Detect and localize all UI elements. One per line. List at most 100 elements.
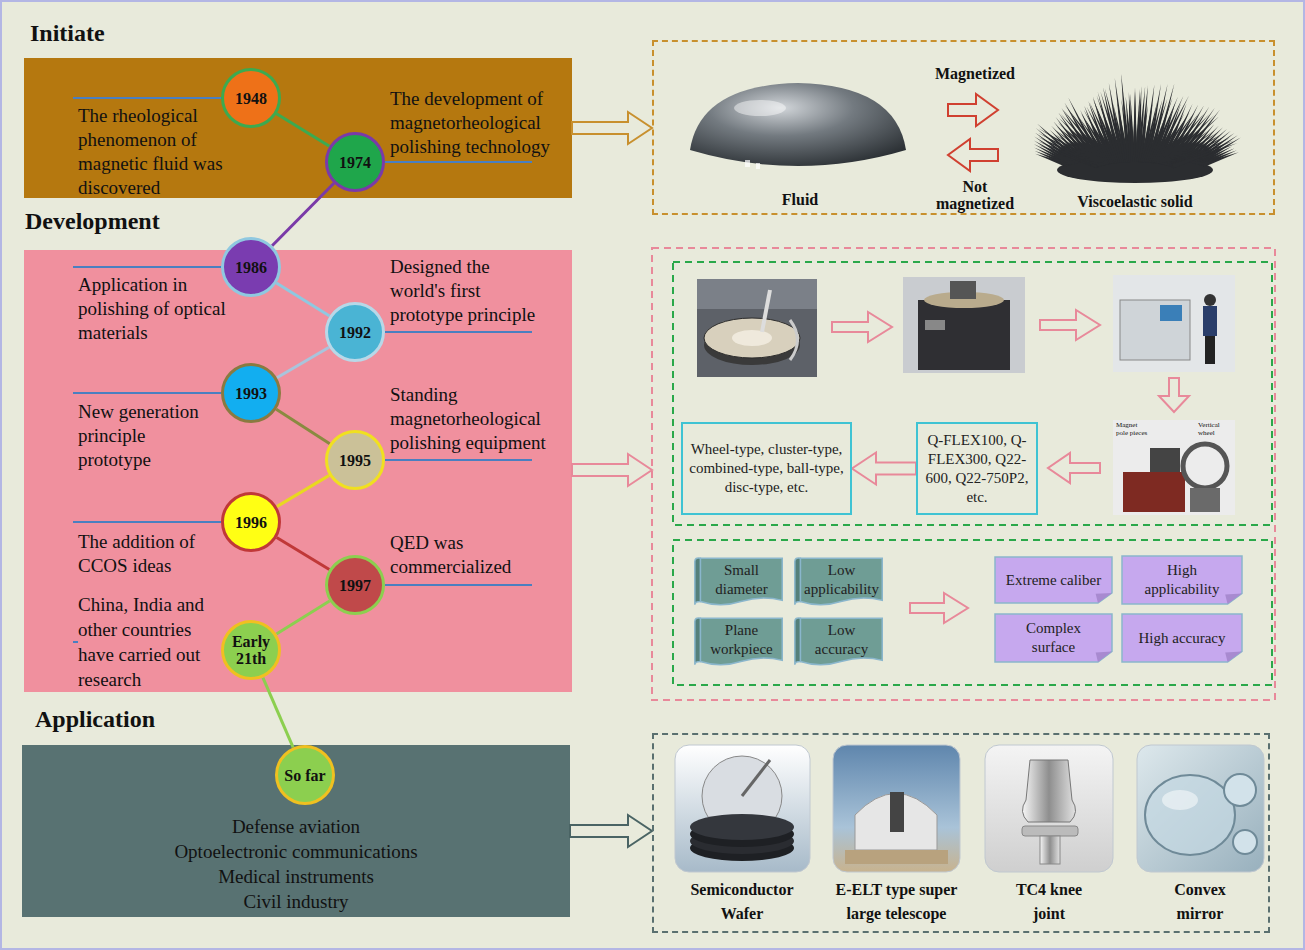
year-circle: 1993: [221, 363, 281, 423]
year-circle: 1974: [325, 132, 385, 192]
picture-caption: Convex mirror: [1164, 878, 1236, 926]
milestone-text: Standing magnetorheological polishing eq…: [390, 383, 568, 455]
timeline-link: [277, 347, 329, 378]
text-slot: China, India and other countries have ca…: [78, 592, 223, 692]
model-box: Q-FLEX100, Q-FLEX300, Q22-600, Q22-750P2…: [916, 422, 1038, 515]
text-slot: E-ELT type super large telescope: [829, 878, 964, 926]
box-text: Wheel-type, cluster-type, combined-type,…: [689, 440, 844, 497]
timeline-link: [276, 409, 330, 444]
section-heading: Application: [35, 706, 255, 733]
year-label: 1948: [235, 90, 267, 107]
text-slot: Application: [35, 706, 255, 733]
timeline-link: [263, 678, 293, 748]
picture-caption: Fluid: [750, 190, 850, 210]
milestone-text: Application in polishing of optical mate…: [78, 273, 238, 345]
year-circle: 1997: [325, 555, 385, 615]
text-slot: Development: [25, 208, 245, 235]
hollow-arrow: [852, 453, 916, 485]
box-text: Low applicability: [803, 561, 880, 599]
banner-tag: Plane workpiece: [693, 615, 785, 669]
milestone-text: The development of magnetorheological po…: [390, 87, 568, 159]
year-circle: Early 21th: [221, 620, 281, 680]
banner-tag: Low applicability: [793, 555, 885, 609]
text-slot: Convex mirror: [1164, 878, 1236, 926]
year-label: 1995: [339, 452, 371, 469]
timeline-link: [276, 283, 329, 316]
text-slot: Semiconductor Wafer: [682, 878, 802, 926]
text-slot: TC4 knee joint: [1014, 878, 1084, 926]
banner-tag: Low accuracy: [793, 615, 885, 669]
type-box: Wheel-type, cluster-type, combined-type,…: [681, 422, 852, 515]
banner-tag: Small diameter: [693, 555, 785, 609]
dashed-panel: Semiconductor Wafer E-ELT type super larg…: [652, 733, 1270, 933]
timeline-link: [277, 475, 329, 506]
text-slot: The rheological phenomenon of magnetic f…: [78, 104, 233, 200]
note-tag: Complex surface: [995, 614, 1112, 662]
state-label: Magnetized: [920, 64, 1030, 84]
timeline-band: InitiateThe rheological phenomenon of ma…: [24, 58, 572, 198]
text-slot: Not magnetized: [930, 178, 1020, 212]
dashed-panel: MagnetizedNot magnetized Fluid Viscoelasti…: [652, 40, 1275, 215]
text-slot: Fluid: [750, 190, 850, 210]
text-slot: The addition of CCOS ideas: [78, 530, 228, 578]
year-label: 1974: [339, 154, 371, 171]
text-slot: Magnet pole pieces: [1116, 421, 1148, 437]
picture-caption: TC4 knee joint: [1014, 878, 1084, 926]
box-text: Q-FLEX100, Q-FLEX300, Q22-600, Q22-750P2…: [924, 431, 1030, 507]
year-circle: 1948: [221, 68, 281, 128]
note-tag: High accuracy: [1122, 614, 1242, 662]
state-label: Not magnetized: [930, 178, 1020, 212]
timeline-link: [277, 538, 330, 570]
milestone-text: QED was commercialized: [390, 531, 568, 579]
text-slot: Defense aviation: [22, 815, 570, 839]
text-slot: Viscoelastic solid: [1060, 192, 1210, 212]
milestone-text: The rheological phenomenon of magnetic f…: [78, 104, 233, 200]
milestone-text: Designed the world's first prototype pri…: [390, 255, 542, 327]
year-label: So far: [284, 767, 325, 784]
timeline-band: ApplicationDefense aviationOptoelectroni…: [22, 745, 570, 917]
text-slot: Designed the world's first prototype pri…: [390, 255, 542, 327]
section-heading: Development: [25, 208, 245, 235]
timeline-band: DevelopmentApplication in polishing of o…: [24, 250, 572, 692]
year-label: Early 21th: [224, 633, 278, 667]
box-text: Extreme caliber: [1006, 571, 1101, 590]
application-field: Defense aviation: [22, 815, 570, 839]
picture-caption: E-ELT type super large telescope: [829, 878, 964, 926]
box-text: Low accuracy: [803, 621, 880, 659]
year-circle: So far: [275, 745, 335, 805]
part-label: Magnet pole pieces: [1116, 421, 1148, 437]
year-circle: 1995: [325, 430, 385, 490]
text-slot: Civil industry: [22, 890, 570, 914]
application-field: Civil industry: [22, 890, 570, 914]
year-circle: 1986: [221, 237, 281, 297]
year-circle: 1996: [221, 492, 281, 552]
year-circle: 1992: [325, 302, 385, 362]
box-text: High applicability: [1132, 561, 1232, 599]
note-tag: Extreme caliber: [995, 557, 1112, 603]
timeline-link: [276, 601, 329, 634]
box-text: High accuracy: [1138, 629, 1225, 648]
milestone-text: New generation principle prototype: [78, 400, 213, 472]
hollow-arrow: [572, 112, 652, 144]
application-field: Optoelectronic communications: [22, 840, 570, 864]
year-label: 1992: [339, 324, 371, 341]
text-slot: New generation principle prototype: [78, 400, 213, 472]
milestone-text: China, India and other countries have ca…: [78, 592, 223, 692]
spike: [1172, 143, 1237, 168]
text-slot: The development of magnetorheological po…: [390, 87, 568, 159]
text-slot: Vertical wheel: [1198, 421, 1234, 437]
text-slot: Standing magnetorheological polishing eq…: [390, 383, 568, 455]
picture-caption: Viscoelastic solid: [1060, 192, 1210, 212]
year-label: 1993: [235, 385, 267, 402]
text-slot: Magnetized: [920, 64, 1030, 84]
hollow-arrow: [570, 815, 652, 847]
box-text: Plane workpiece: [703, 621, 780, 659]
box-text: Complex surface: [1005, 619, 1102, 657]
text-slot: Initiate: [30, 20, 230, 47]
note-tag: High applicability: [1122, 556, 1242, 604]
year-label: 1986: [235, 259, 267, 276]
text-slot: Medical instruments: [22, 865, 570, 889]
timeline-link: [277, 114, 330, 147]
year-label: 1996: [235, 514, 267, 531]
timeline-link: [272, 183, 334, 245]
